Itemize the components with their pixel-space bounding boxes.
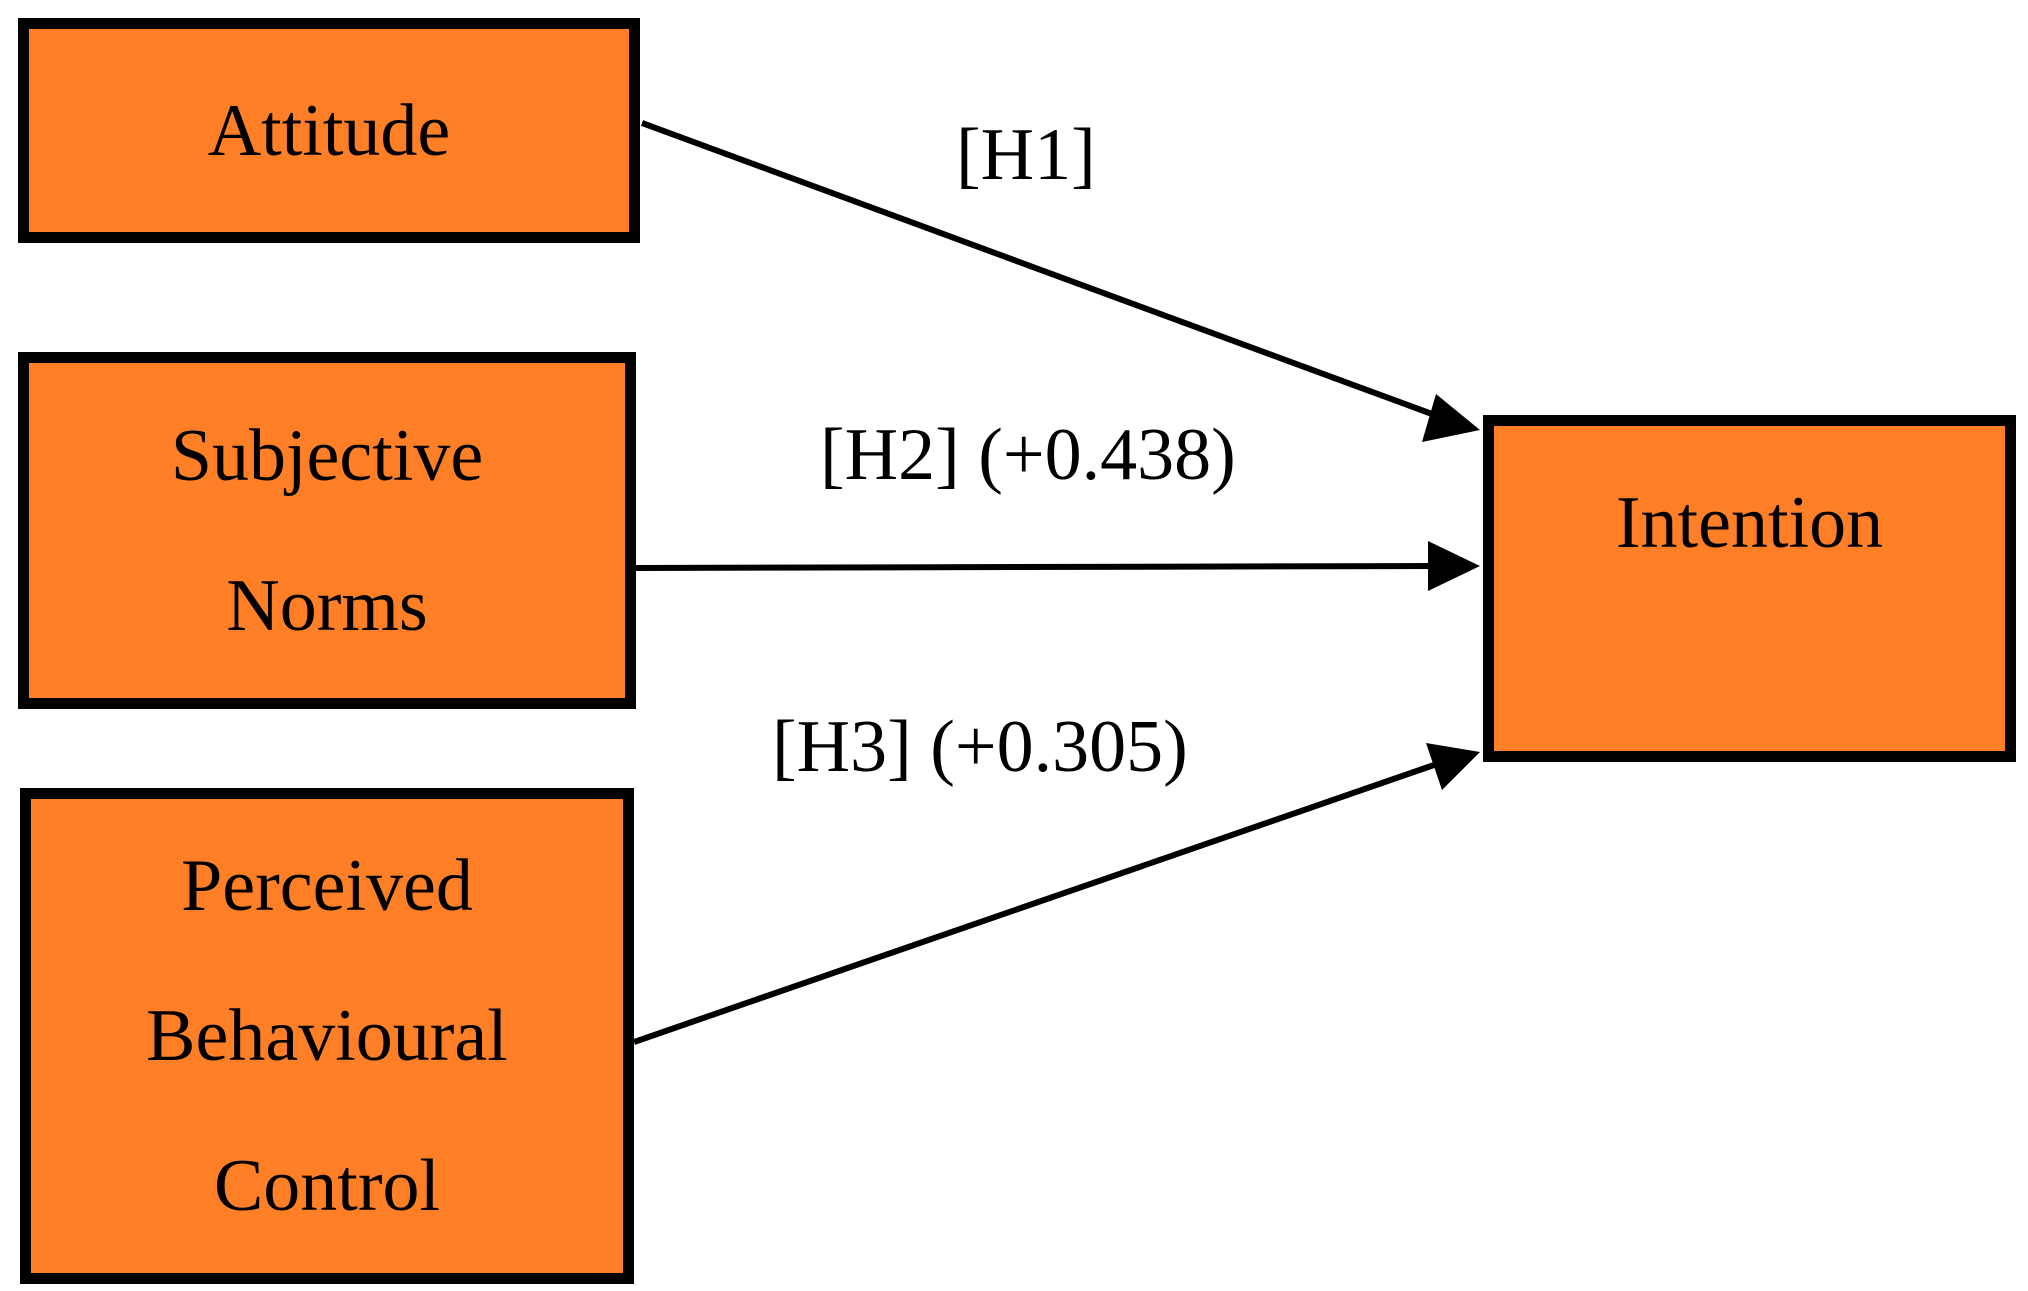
node-intention-line-1: Intention [1615, 482, 1884, 564]
node-subjective-norms: Subjective Norms [18, 352, 636, 709]
node-subjective-norms-line-2: Norms [226, 564, 428, 647]
edge-label-h1: [H1] [956, 114, 1096, 196]
arrow-h3 [633, 762, 1435, 1045]
arrowhead-h1 [1422, 394, 1480, 442]
edge-label-h3: [H3] (+0.305) [772, 706, 1188, 788]
arrowhead-h2 [1428, 541, 1480, 591]
node-attitude-line-1: Attitude [207, 89, 451, 172]
node-attitude: Attitude [18, 18, 640, 243]
node-pbc-line-2: Behavioural [146, 995, 508, 1077]
node-perceived-behavioural-control: Perceived Behavioural Control [20, 788, 634, 1284]
arrow-h2 [635, 563, 1431, 571]
node-pbc-line-3: Control [213, 1145, 441, 1227]
edge-label-h2: [H2] (+0.438) [820, 414, 1236, 496]
node-pbc-line-1: Perceived [181, 845, 473, 927]
arrow-h1 [640, 120, 1434, 417]
node-intention: Intention [1483, 415, 2016, 762]
arrowhead-h3 [1426, 743, 1480, 790]
node-subjective-norms-line-1: Subjective [170, 414, 484, 497]
